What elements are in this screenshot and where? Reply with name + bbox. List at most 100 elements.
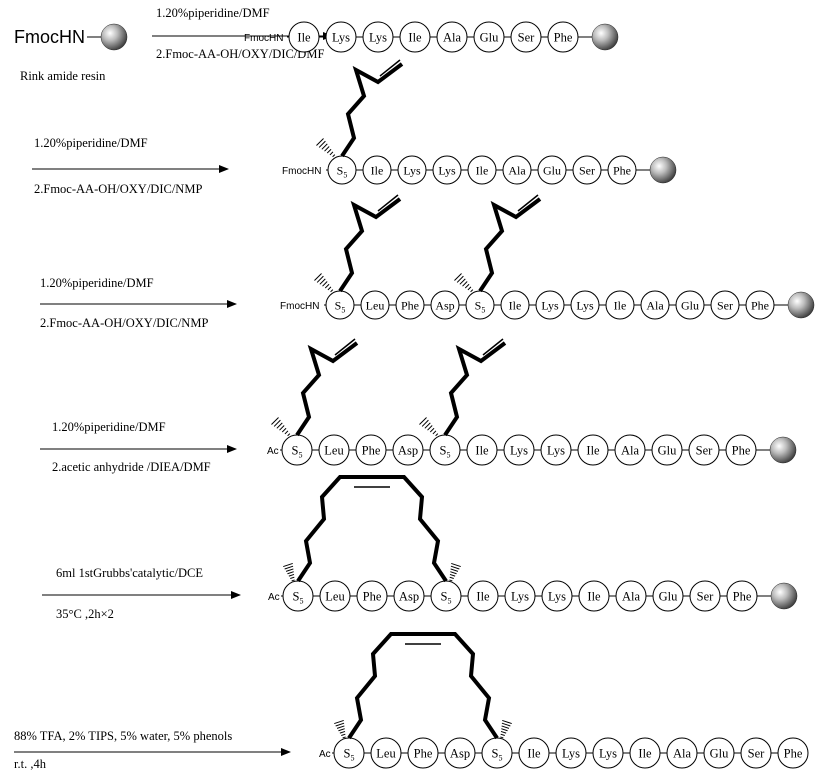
residue-label: Ile — [297, 31, 311, 45]
hash-line — [421, 419, 429, 427]
resin-name: Rink amide resin — [20, 69, 106, 83]
hash-line — [501, 725, 510, 729]
double-bond — [334, 338, 356, 356]
residue-leu: Leu — [360, 290, 390, 320]
residue-lys: Lys — [503, 434, 535, 466]
residue-s5: S5 — [465, 290, 495, 320]
side-chain — [478, 197, 542, 293]
residue-ser: Ser — [710, 290, 740, 320]
residue-glu: Glu — [652, 580, 684, 612]
residue-ile: Ile — [578, 580, 610, 612]
residue-phe: Phe — [777, 737, 809, 769]
residue-lys: Lys — [555, 737, 587, 769]
residue-leu: Leu — [370, 737, 402, 769]
hash-line — [321, 143, 328, 150]
residue-leu: Leu — [318, 434, 350, 466]
resin-bead — [649, 156, 677, 184]
residue-glu: Glu — [473, 21, 505, 53]
hash-line — [318, 140, 326, 148]
residue-label: Glu — [658, 444, 678, 458]
residue-label: Asp — [399, 590, 419, 604]
residue-s5: S5 — [481, 737, 513, 769]
hash-line — [500, 736, 504, 739]
residue-label: Ile — [587, 590, 601, 604]
residue-s5: S5 — [430, 580, 462, 612]
resin-bead — [787, 291, 815, 319]
residue-ser: Ser — [689, 580, 721, 612]
residue-lys: Lys — [540, 434, 572, 466]
residue-ile: Ile — [577, 434, 609, 466]
hash-line — [334, 719, 344, 725]
residue-ala: Ala — [615, 580, 647, 612]
residue-label: Ile — [475, 444, 489, 458]
methyl-wedge — [449, 562, 461, 582]
double-bond — [517, 194, 539, 212]
hash-line — [285, 568, 294, 572]
residue-label: Lys — [541, 299, 559, 313]
residue-ile: Ile — [500, 290, 530, 320]
hash-line — [283, 562, 293, 568]
hash-line — [341, 733, 346, 737]
residue-label: S5 — [492, 747, 503, 763]
hash-line — [319, 278, 326, 285]
residue-phe: Phe — [355, 434, 387, 466]
hash-line — [450, 565, 460, 570]
residue-s5: S5 — [327, 155, 357, 185]
residue-asp: Asp — [393, 580, 425, 612]
hash-line — [449, 576, 454, 580]
methyl-wedge — [419, 417, 439, 437]
hash-line — [316, 138, 324, 146]
residue-ile: Ile — [362, 155, 392, 185]
side-chain — [295, 341, 359, 437]
residue-label: Lys — [576, 299, 594, 313]
hash-line — [291, 579, 295, 582]
hash-line — [462, 281, 468, 287]
residue-s5: S5 — [429, 434, 461, 466]
residue-glu: Glu — [703, 737, 735, 769]
residue-label: S5 — [441, 590, 452, 606]
residue-phe: Phe — [745, 290, 775, 320]
residue-phe: Phe — [607, 155, 637, 185]
n-terminus: Ac — [267, 446, 279, 457]
residue-label: S5 — [344, 747, 355, 763]
residue-glu: Glu — [675, 290, 705, 320]
residue-label: Ser — [579, 164, 595, 178]
residue-s5: S5 — [281, 434, 313, 466]
residue-phe: Phe — [726, 580, 758, 612]
residue-label: Ala — [621, 444, 640, 458]
hash-line — [454, 273, 462, 281]
residue-label: Phe — [613, 164, 631, 178]
hash-line — [427, 425, 433, 431]
double-bond — [482, 338, 504, 356]
hash-line — [276, 422, 283, 429]
residue-ile: Ile — [467, 580, 499, 612]
residue-label: Phe — [732, 444, 751, 458]
residue-label: Ile — [476, 164, 489, 178]
hash-line — [314, 273, 322, 281]
side-chain — [338, 197, 402, 293]
condition-above: 1.20%piperidine/DMF — [40, 276, 154, 290]
condition-above: 1.20%piperidine/DMF — [156, 6, 270, 20]
residue-label: Ser — [518, 31, 536, 45]
residue-ile: Ile — [605, 290, 635, 320]
residue-label: Lys — [403, 164, 421, 178]
hydrocarbon-staple — [347, 632, 499, 740]
residue-ile: Ile — [466, 434, 498, 466]
residue-glu: Glu — [651, 434, 683, 466]
residue-phe: Phe — [395, 290, 425, 320]
hash-line — [502, 719, 512, 725]
residue-s5: S5 — [282, 580, 314, 612]
residue-label: Lys — [438, 164, 456, 178]
residue-ala: Ala — [614, 434, 646, 466]
residue-label: Asp — [398, 444, 418, 458]
residue-label: Ile — [408, 31, 422, 45]
hash-line — [284, 430, 289, 435]
residue-label: S5 — [337, 164, 348, 180]
hash-line — [500, 730, 507, 734]
residue-label: Glu — [710, 747, 730, 761]
hash-line — [450, 571, 457, 575]
hash-line — [467, 286, 472, 291]
residue-label: Ile — [586, 444, 600, 458]
residue-label: Lys — [369, 31, 387, 45]
side-chain — [443, 341, 507, 437]
